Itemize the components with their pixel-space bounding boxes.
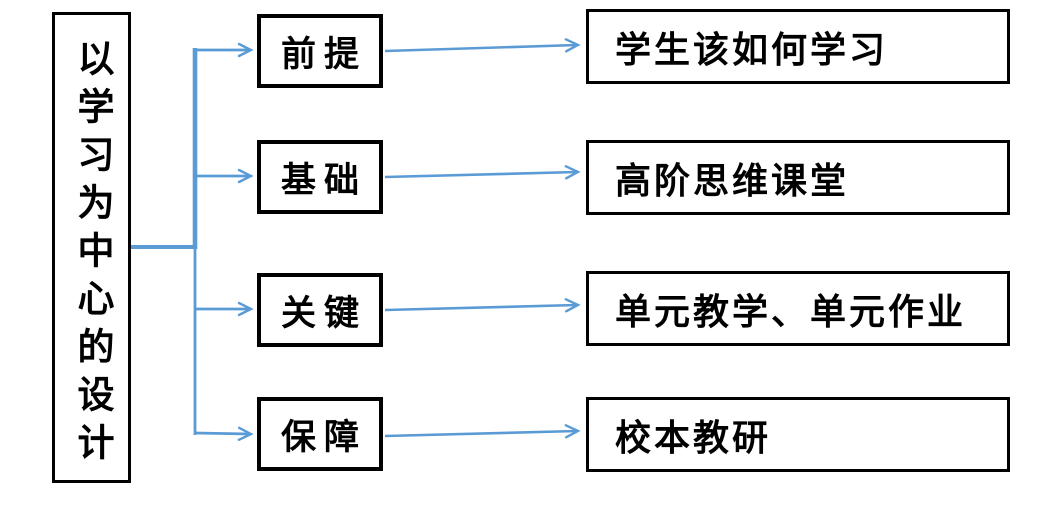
branch-box-key: 关键 <box>257 273 383 347</box>
arrow-target-2 <box>384 165 581 180</box>
branch-label: 基础 <box>280 160 367 200</box>
arrow-target-1 <box>384 38 581 53</box>
branch-box-guarantee: 保障 <box>257 397 383 471</box>
target-label: 校本教研 <box>615 417 772 458</box>
branch-box-premise: 前提 <box>257 14 383 88</box>
arrow-branch-4 <box>194 426 254 441</box>
target-label: 学生该如何学习 <box>615 29 889 70</box>
arrow-target-3 <box>384 298 581 313</box>
branch-label: 关键 <box>280 293 367 333</box>
branch-box-foundation: 基础 <box>257 140 383 214</box>
root-node-label: 以学习为中心的设计 <box>71 38 112 471</box>
root-node-box: 以学习为中心的设计 <box>52 12 131 483</box>
target-box-school-based-research: 校本教研 <box>586 397 1010 472</box>
branch-label: 保障 <box>280 417 367 457</box>
target-box-higher-order-classroom: 高阶思维课堂 <box>586 140 1010 215</box>
branch-label: 前提 <box>280 34 367 74</box>
target-box-unit-teaching-homework: 单元教学、单元作业 <box>586 271 1010 346</box>
arrow-target-4 <box>384 424 581 439</box>
target-label: 高阶思维课堂 <box>615 160 850 201</box>
target-box-how-students-learn: 学生该如何学习 <box>586 9 1010 84</box>
target-label: 单元教学、单元作业 <box>615 291 967 332</box>
